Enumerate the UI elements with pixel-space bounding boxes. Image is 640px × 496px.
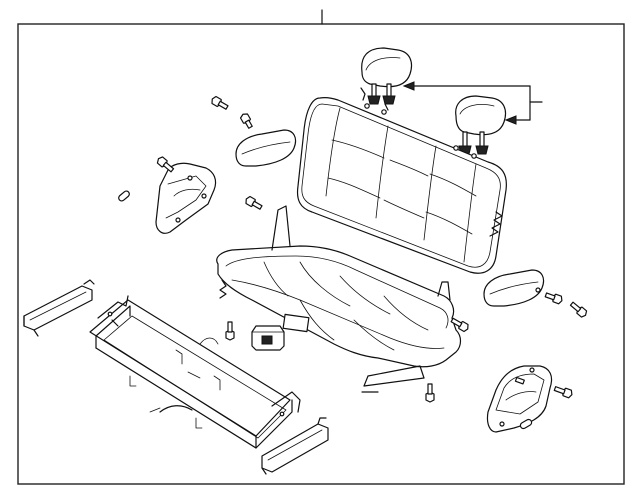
headrest-right-posts	[458, 131, 489, 155]
callout-headrests	[402, 81, 543, 125]
armrest-right[interactable]	[483, 269, 545, 307]
headrest-left-posts	[367, 83, 396, 105]
clip-icon	[118, 190, 130, 202]
headrest-right[interactable]	[455, 95, 507, 155]
side-cover-left[interactable]	[155, 162, 217, 234]
seat-frame[interactable]	[89, 295, 301, 449]
bolt-icon	[211, 95, 229, 110]
bolt-icon	[245, 195, 263, 210]
fasteners	[118, 95, 588, 430]
end-bracket[interactable]	[261, 417, 329, 475]
bolt-icon	[239, 113, 253, 129]
seat-back[interactable]	[296, 97, 507, 274]
bolt-icon	[514, 376, 525, 385]
bolt-icon	[553, 386, 573, 399]
bolt-icon	[569, 301, 588, 318]
cup-holder[interactable]	[251, 325, 285, 351]
headrest-left-guides	[360, 87, 389, 111]
bolt-icon	[225, 321, 235, 341]
bolt-icon	[156, 156, 175, 173]
bolt-icon	[450, 317, 469, 333]
diagram-frame	[17, 23, 625, 485]
armrest-left[interactable]	[235, 129, 297, 167]
seat-cushion[interactable]	[216, 205, 462, 393]
headrest-left[interactable]	[361, 47, 413, 105]
side-cover-right[interactable]	[486, 365, 553, 433]
bolt-icon	[544, 292, 563, 305]
clip-icon	[519, 418, 533, 430]
floor-rail[interactable]	[23, 279, 95, 337]
bolt-icon	[425, 383, 435, 403]
